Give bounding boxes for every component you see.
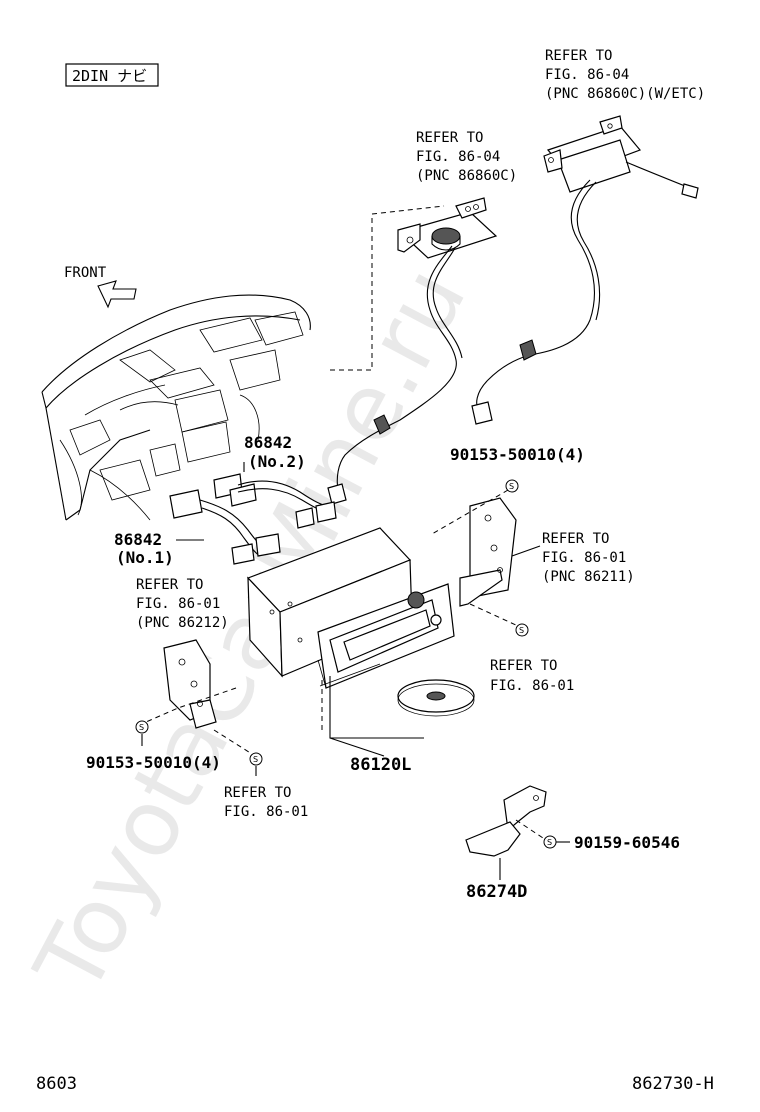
gps-antenna xyxy=(327,197,498,505)
svg-text:86842: 86842 xyxy=(114,530,162,549)
screw-icon-bottom: S xyxy=(543,835,557,849)
callout-ref-gps-antenna-etc: REFER TO FIG. 86-04 (PNC 86860C)(W/ETC) xyxy=(545,48,705,102)
footer-figure-number: 862730-H xyxy=(632,1074,714,1094)
callout-ref-screw-left: REFER TO FIG. 86-01 xyxy=(224,785,308,820)
front-label: FRONT xyxy=(64,265,107,281)
callout-screw-bottom: 90159-60546 xyxy=(574,833,680,852)
svg-text:REFER TO: REFER TO xyxy=(545,48,612,64)
callout-screw-left: 90153-50010(4) xyxy=(86,753,221,772)
svg-text:(No.2): (No.2) xyxy=(248,452,306,471)
svg-text:(PNC 86860C): (PNC 86860C) xyxy=(416,168,517,184)
variant-label-box: 2DIN ナビ xyxy=(65,63,159,87)
front-indicator: FRONT xyxy=(64,265,137,309)
svg-text:FIG. 86-01: FIG. 86-01 xyxy=(542,550,626,566)
svg-text:FIG. 86-04: FIG. 86-04 xyxy=(545,67,629,83)
wire-harness-no1 xyxy=(169,489,281,565)
svg-text:(PNC 86211): (PNC 86211) xyxy=(542,569,635,585)
callout-ref-bracket-right: REFER TO FIG. 86-01 (PNC 86211) xyxy=(542,531,635,585)
callout-bracket-bottom: 86274D xyxy=(466,882,527,902)
callout-harness-no2: 86842 (No.2) xyxy=(244,433,306,471)
svg-text:REFER TO: REFER TO xyxy=(224,785,291,801)
gps-antenna-etc xyxy=(471,115,699,425)
svg-text:S: S xyxy=(519,626,524,635)
screw-icon-left-top: S xyxy=(135,720,149,734)
svg-text:90153-50010(4): 90153-50010(4) xyxy=(450,445,585,464)
navigation-unit xyxy=(246,527,455,689)
callout-ref-gps-antenna: REFER TO FIG. 86-04 (PNC 86860C) xyxy=(416,130,517,184)
bracket-bottom xyxy=(465,785,547,857)
svg-text:90153-50010(4): 90153-50010(4) xyxy=(86,753,221,772)
svg-text:86842: 86842 xyxy=(244,433,292,452)
screw-icon-right-top: S xyxy=(505,479,519,493)
svg-text:REFER TO: REFER TO xyxy=(542,531,609,547)
screw-icon-left-bottom: S xyxy=(249,752,263,766)
svg-text:S: S xyxy=(509,482,514,491)
svg-text:FIG. 86-01: FIG. 86-01 xyxy=(490,678,574,694)
footer-page-number: 8603 xyxy=(36,1074,77,1094)
variant-label: 2DIN ナビ xyxy=(72,67,147,85)
svg-text:86274D: 86274D xyxy=(466,882,527,902)
callout-ref-screw-right: REFER TO FIG. 86-01 xyxy=(490,658,574,694)
svg-text:S: S xyxy=(547,838,552,847)
svg-text:90159-60546: 90159-60546 xyxy=(574,833,680,852)
bracket-right xyxy=(459,497,517,607)
svg-text:S: S xyxy=(139,723,144,732)
svg-text:REFER TO: REFER TO xyxy=(416,130,483,146)
callout-navigation-unit: 86120L xyxy=(350,755,411,775)
leader-dashboard-antenna xyxy=(330,205,445,371)
svg-text:(PNC 86212): (PNC 86212) xyxy=(136,615,229,631)
front-arrow-icon xyxy=(97,280,137,309)
dashboard-illustration xyxy=(41,294,311,521)
leader-lines xyxy=(141,462,570,880)
bracket-left xyxy=(163,639,217,729)
svg-text:86120L: 86120L xyxy=(350,755,411,775)
wire-harness-no2 xyxy=(213,473,337,529)
disc-illustration xyxy=(397,679,475,717)
svg-text:(PNC 86860C)(W/ETC): (PNC 86860C)(W/ETC) xyxy=(545,86,705,102)
screw-icon-right-bottom: S xyxy=(515,623,529,637)
svg-text:REFER TO: REFER TO xyxy=(136,577,203,593)
svg-text:FIG. 86-01: FIG. 86-01 xyxy=(136,596,220,612)
callout-ref-bracket-left: REFER TO FIG. 86-01 (PNC 86212) xyxy=(136,577,229,631)
svg-text:REFER TO: REFER TO xyxy=(490,658,557,674)
callout-screw-right: 90153-50010(4) xyxy=(450,445,585,464)
svg-text:S: S xyxy=(253,755,258,764)
callout-harness-no1: 86842 (No.1) xyxy=(114,530,174,567)
svg-text:FIG. 86-01: FIG. 86-01 xyxy=(224,804,308,820)
svg-text:FIG. 86-04: FIG. 86-04 xyxy=(416,149,500,165)
svg-text:(No.1): (No.1) xyxy=(116,548,174,567)
